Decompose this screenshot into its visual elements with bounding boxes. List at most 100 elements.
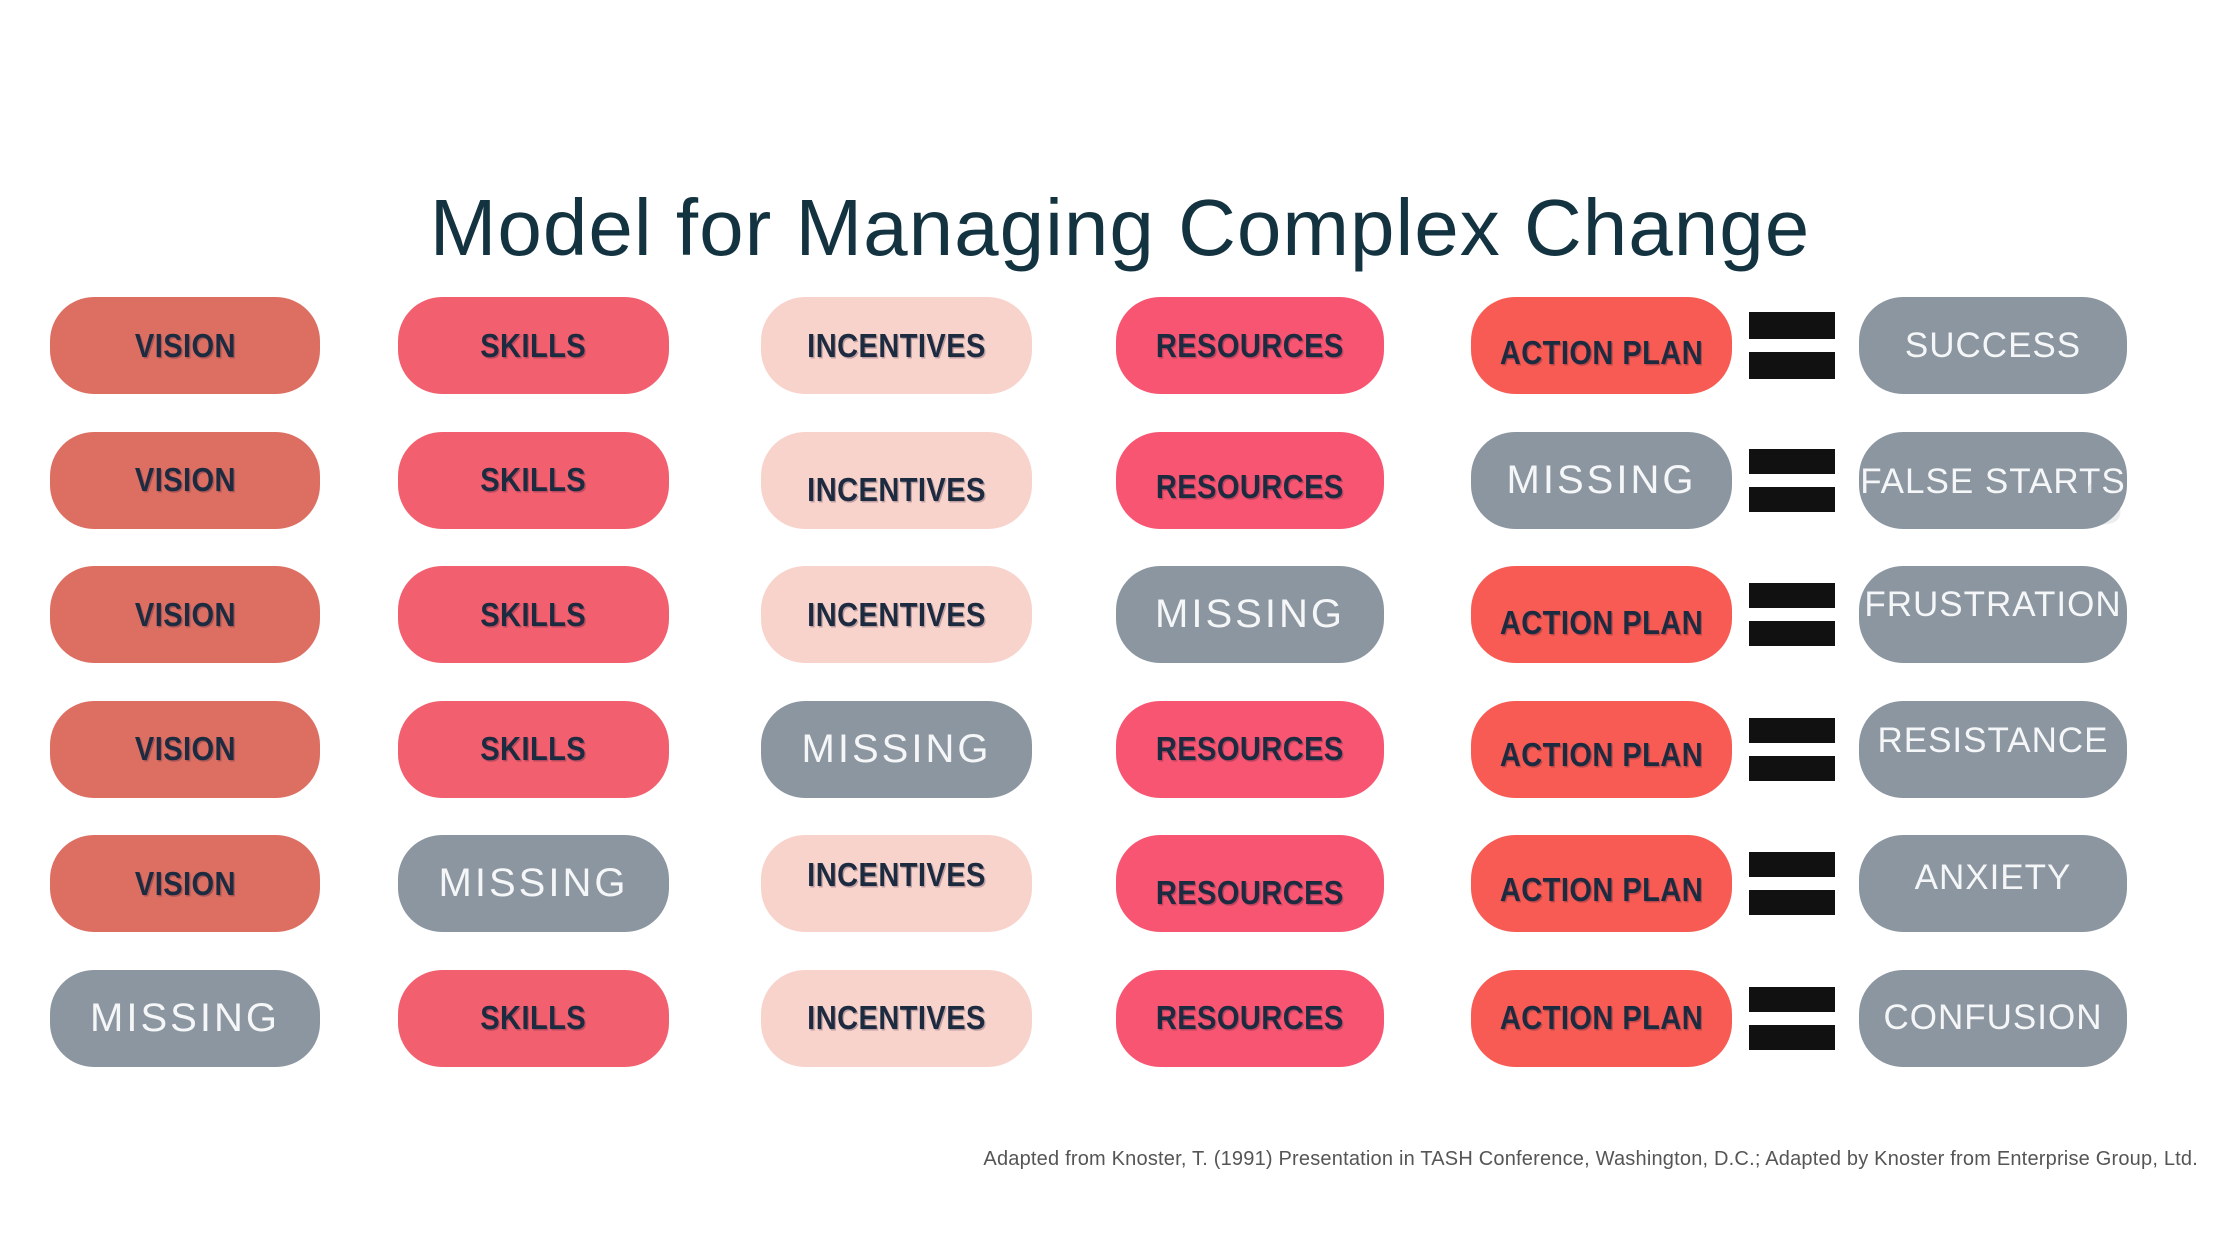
grid-cell: INCENTIVES: [761, 297, 1032, 394]
grid-cell: RESOURCES: [1116, 297, 1384, 394]
equals-bar: [1749, 890, 1835, 915]
pill-missing: MISSING: [761, 700, 1032, 798]
grid-cell: INCENTIVES: [761, 969, 1032, 1067]
pill-label: VISION: [134, 595, 236, 633]
equals-icon: [1749, 701, 1835, 798]
pill-resources: RESOURCES: [1116, 835, 1384, 932]
model-row: VISION SKILLS INCENTIVES RESOURCES ACTION PL…: [50, 297, 2130, 394]
equals-bar: [1749, 352, 1835, 379]
pill-label: SKILLS: [480, 326, 587, 364]
pill-skills: SKILLS: [398, 566, 669, 663]
pill-resources: RESOURCES: [1116, 297, 1384, 394]
equals-bar: [1749, 621, 1835, 646]
pill-skills: SKILLS: [398, 700, 669, 798]
equals-bar: [1749, 486, 1835, 512]
pill-missing: MISSING: [50, 969, 320, 1067]
pill-label: RESOURCES: [1156, 873, 1344, 911]
pill-resources: RESOURCES: [1116, 969, 1384, 1067]
pill-incentives: INCENTIVES: [761, 566, 1032, 663]
grid-cell: [1749, 297, 1835, 394]
pill-result: CONFUSION: [1859, 969, 2127, 1067]
equals-bar: [1749, 583, 1835, 608]
pill-vision: VISION: [50, 431, 320, 529]
grid-cell: ACTION PLAN: [1471, 835, 1732, 932]
model-row: VISION SKILLS INCENTIVES MISSING ACTION PLAN…: [50, 566, 2130, 663]
equals-bar: [1749, 448, 1835, 474]
pill-label: ACTION PLAN: [1499, 999, 1704, 1036]
pill-label: ACTION PLAN: [1499, 870, 1704, 908]
pill-result: RESISTANCE: [1859, 700, 2127, 798]
pill-vision: VISION: [50, 835, 320, 932]
pill-label: MISSING: [438, 861, 629, 905]
pill-label: INCENTIVES: [807, 999, 986, 1036]
grid-cell: VISION: [50, 700, 320, 798]
pill-label: INCENTIVES: [807, 326, 986, 364]
pill-label: RESOURCES: [1156, 999, 1344, 1036]
pill-label: ACTION PLAN: [1499, 333, 1704, 371]
grid-cell: [1749, 970, 1835, 1067]
grid-cell: SKILLS: [398, 969, 669, 1067]
model-row: VISION MISSING INCENTIVES RESOURCES ACTION P…: [50, 835, 2130, 932]
model-row: VISION SKILLS INCENTIVES RESOURCES MISSING FA…: [50, 431, 2130, 529]
pill-vision: VISION: [50, 297, 320, 394]
equals-icon: [1749, 566, 1835, 663]
equals-icon: [1749, 835, 1835, 932]
grid-cell: VISION: [50, 431, 320, 529]
pill-action-plan: ACTION PLAN: [1471, 297, 1732, 394]
equals-icon: [1749, 297, 1835, 394]
grid-cell: VISION: [50, 566, 320, 663]
grid-cell: MISSING: [1471, 431, 1732, 529]
grid-cell: RESOURCES: [1116, 700, 1384, 798]
pill-incentives: INCENTIVES: [761, 431, 1032, 529]
grid-cell: SKILLS: [398, 431, 669, 529]
pill-label: RESISTANCE: [1877, 721, 2109, 760]
grid-cell: MISSING: [761, 700, 1032, 798]
equals-icon: [1749, 432, 1835, 529]
pill-label: VISION: [134, 326, 236, 364]
pill-label: INCENTIVES: [807, 855, 986, 893]
pill-label: ACTION PLAN: [1499, 736, 1704, 773]
equals-bar: [1749, 312, 1835, 339]
pill-label: RESOURCES: [1156, 468, 1344, 505]
pill-label: SKILLS: [480, 461, 587, 498]
grid-cell: FALSE STARTS: [1859, 431, 2127, 529]
pill-label: MISSING: [1506, 457, 1697, 502]
grid-cell: SUCCESS: [1859, 297, 2127, 394]
pill-label: VISION: [134, 730, 236, 767]
grid-cell: INCENTIVES: [761, 835, 1032, 932]
pill-result: FRUSTRATION: [1859, 566, 2127, 663]
pill-label: CONFUSION: [1883, 998, 2103, 1037]
pill-missing: MISSING: [398, 835, 669, 932]
pill-incentives: INCENTIVES: [761, 297, 1032, 394]
pill-result: SUCCESS: [1859, 297, 2127, 394]
pill-label: INCENTIVES: [807, 471, 986, 508]
equals-bar: [1749, 755, 1835, 781]
pill-label: ACTION PLAN: [1499, 603, 1704, 641]
pill-label: MISSING: [1155, 592, 1345, 636]
pill-vision: VISION: [50, 700, 320, 798]
pill-vision: VISION: [50, 566, 320, 663]
pill-label: ANXIETY: [1914, 857, 2072, 897]
pill-skills: SKILLS: [398, 297, 669, 394]
pill-label: RESOURCES: [1156, 730, 1344, 767]
pill-incentives: INCENTIVES: [761, 835, 1032, 932]
attribution-text: Adapted from Knoster, T. (1991) Presenta…: [983, 1148, 2198, 1170]
pill-incentives: INCENTIVES: [761, 969, 1032, 1067]
grid-cell: RESOURCES: [1116, 969, 1384, 1067]
pill-result: FALSE STARTS: [1859, 431, 2127, 529]
pill-label: MISSING: [801, 726, 992, 771]
pill-label: SKILLS: [480, 595, 587, 633]
pill-result: ANXIETY: [1859, 835, 2127, 932]
model-row: MISSING SKILLS INCENTIVES RESOURCES ACTION P…: [50, 969, 2130, 1067]
pill-label: FRUSTRATION: [1864, 584, 2122, 624]
pill-resources: RESOURCES: [1116, 431, 1384, 529]
pill-label: VISION: [134, 864, 236, 902]
grid-cell: [1749, 432, 1835, 529]
grid-cell: ACTION PLAN: [1471, 566, 1732, 663]
grid-cell: MISSING: [1116, 566, 1384, 663]
pill-label: FALSE STARTS: [1860, 462, 2126, 501]
pill-label: RESOURCES: [1156, 326, 1344, 364]
grid-cell: INCENTIVES: [761, 431, 1032, 529]
model-row: VISION SKILLS MISSING RESOURCES ACTION PLAN R…: [50, 700, 2130, 798]
grid-cell: SKILLS: [398, 297, 669, 394]
